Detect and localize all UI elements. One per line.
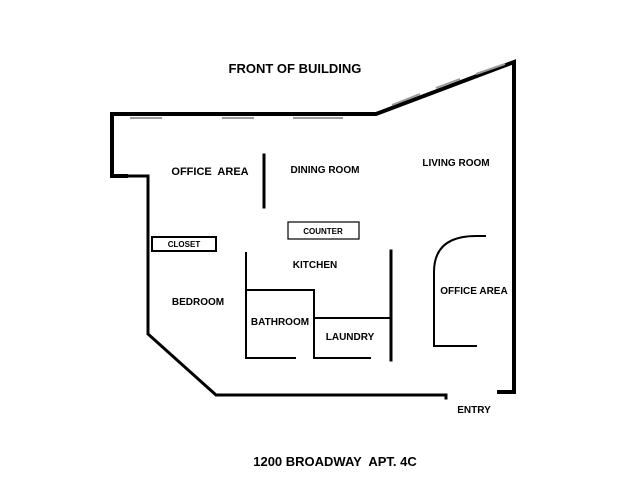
interior-walls [245,153,486,362]
address-label: 1200 BROADWAY APT. 4C [253,454,417,469]
bedroom-label: BEDROOM [172,297,224,308]
kitchen-label: KITCHEN [293,260,337,271]
outer-walls [110,59,516,400]
window-5 [435,78,461,89]
outer-wall-main [110,59,516,394]
front-of-building-label: FRONT OF BUILDING [229,61,362,76]
windows [130,63,506,119]
closet-label: CLOSET [168,240,201,249]
office-area-left-label: OFFICE AREA [171,166,248,178]
counter-box [287,221,360,240]
outer-wall-left-lower [124,174,448,397]
right-office-curved-wall [433,235,486,347]
closet-box [151,236,217,252]
bathroom-walls [245,289,296,359]
laundry-label: LAUNDRY [326,332,375,343]
laundry-walls [313,289,371,359]
office-area-right-label: OFFICE AREA [440,286,507,297]
window-6 [475,63,506,75]
counter-label: COUNTER [303,227,343,236]
dining-room-label: DINING ROOM [291,165,360,176]
window-4 [391,93,421,106]
bathroom-label: BATHROOM [251,317,309,328]
entry-label: ENTRY [457,405,491,416]
living-room-label: LIVING ROOM [422,158,489,169]
